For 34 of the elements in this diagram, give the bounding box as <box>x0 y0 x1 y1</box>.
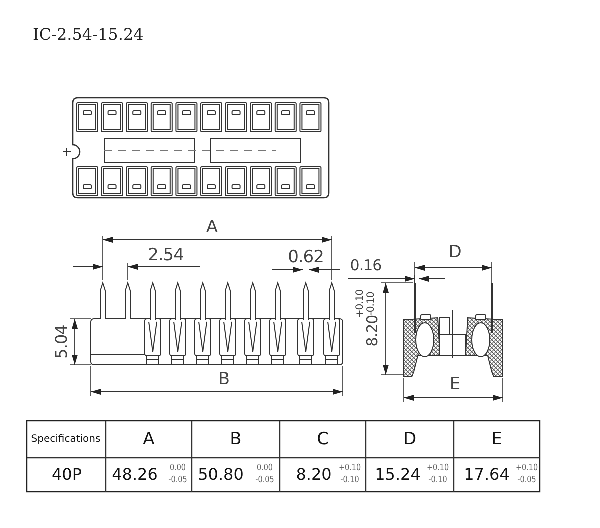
tolerance-value: -0.10 <box>428 476 448 486</box>
dimension-label: 0.62 <box>288 250 324 266</box>
tolerance-value: -0.05 <box>518 476 536 486</box>
table-header: B <box>230 432 242 448</box>
table-header: D <box>403 432 417 448</box>
table-header: E <box>492 432 502 448</box>
dimension-label: 2.54 <box>148 248 184 264</box>
dimension-label: B <box>218 372 230 388</box>
table-cell: 15.24 <box>375 467 421 483</box>
dimension-label: 0.16 <box>350 258 382 274</box>
tolerance-value: +0.10 <box>356 290 366 318</box>
table-cell: 40P <box>52 467 82 483</box>
dimension-label: A <box>206 220 218 236</box>
dimension-label: D <box>448 244 462 262</box>
tolerance-value: +0.10 <box>426 464 450 474</box>
table-header: A <box>143 432 155 448</box>
tolerance-value: +0.10 <box>516 464 538 474</box>
table-cell: 50.80 <box>198 467 244 483</box>
tolerance-value: -0.10 <box>340 476 360 486</box>
table-cell: 17.64 <box>464 467 510 483</box>
table-cell: 48.26 <box>112 467 158 483</box>
drawing-title: IC-2.54-15.24 <box>33 27 144 43</box>
tolerance-value: +0.10 <box>338 464 362 474</box>
tolerance-value: 0.00 <box>256 464 274 474</box>
dimension-label: 8.20 <box>366 315 380 347</box>
table-header: Specifications <box>31 435 101 445</box>
dimension-label: 5.04 <box>54 325 70 359</box>
table-cell: 8.20 <box>296 467 332 483</box>
tolerance-value: 0.00 <box>170 464 186 474</box>
tolerance-value: -0.10 <box>367 292 377 316</box>
dimension-label: E <box>450 376 460 394</box>
table-header: C <box>317 432 329 448</box>
tolerance-value: -0.05 <box>256 476 274 486</box>
tolerance-value: -0.05 <box>168 476 188 486</box>
